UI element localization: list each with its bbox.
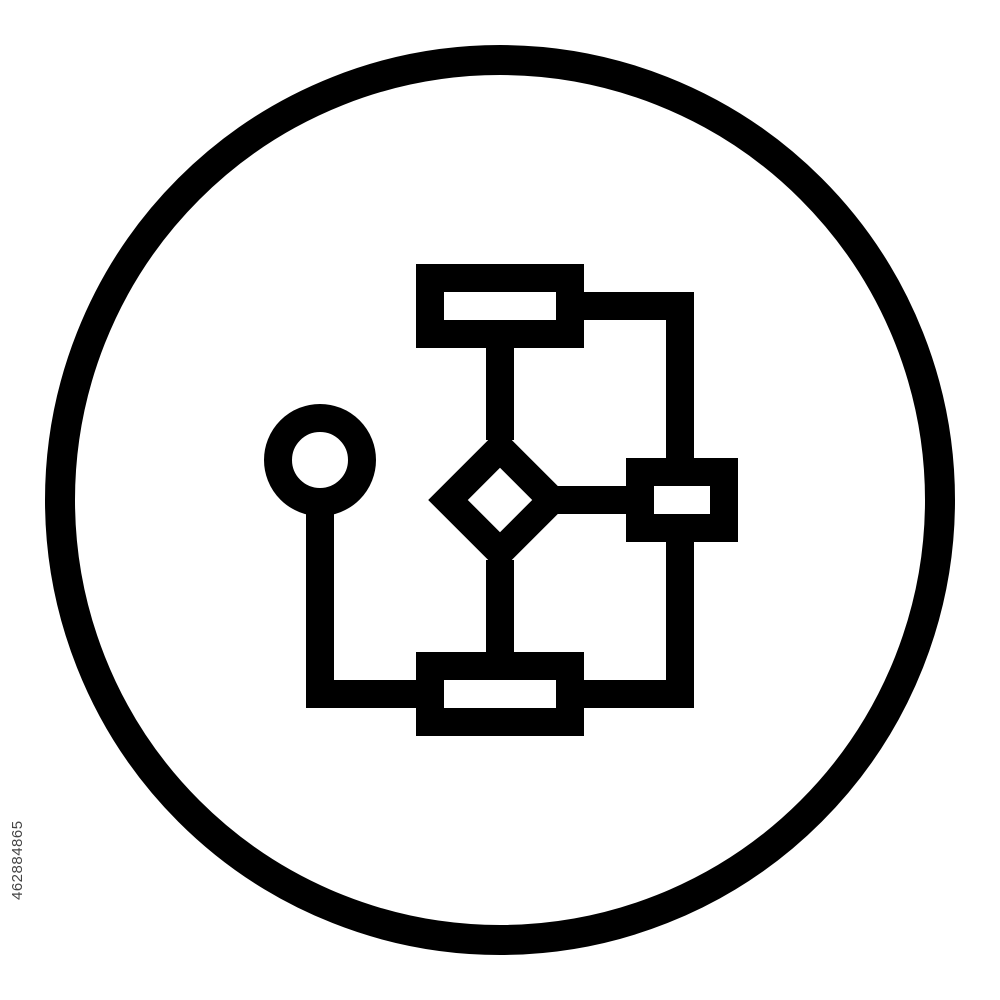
connector-start-to-bottom — [306, 488, 432, 708]
top-process-box — [416, 264, 584, 348]
start-node-circle — [264, 404, 376, 516]
connector-lines — [306, 292, 694, 708]
decision-diamond — [428, 428, 572, 572]
bottom-process-box — [416, 652, 584, 736]
connector-side-box-to-bottom — [568, 535, 694, 708]
outer-circle — [45, 45, 955, 955]
watermark-id-text: 462884865 — [9, 820, 26, 900]
connector-top-to-side-box — [568, 292, 694, 465]
side-process-box — [626, 458, 738, 542]
